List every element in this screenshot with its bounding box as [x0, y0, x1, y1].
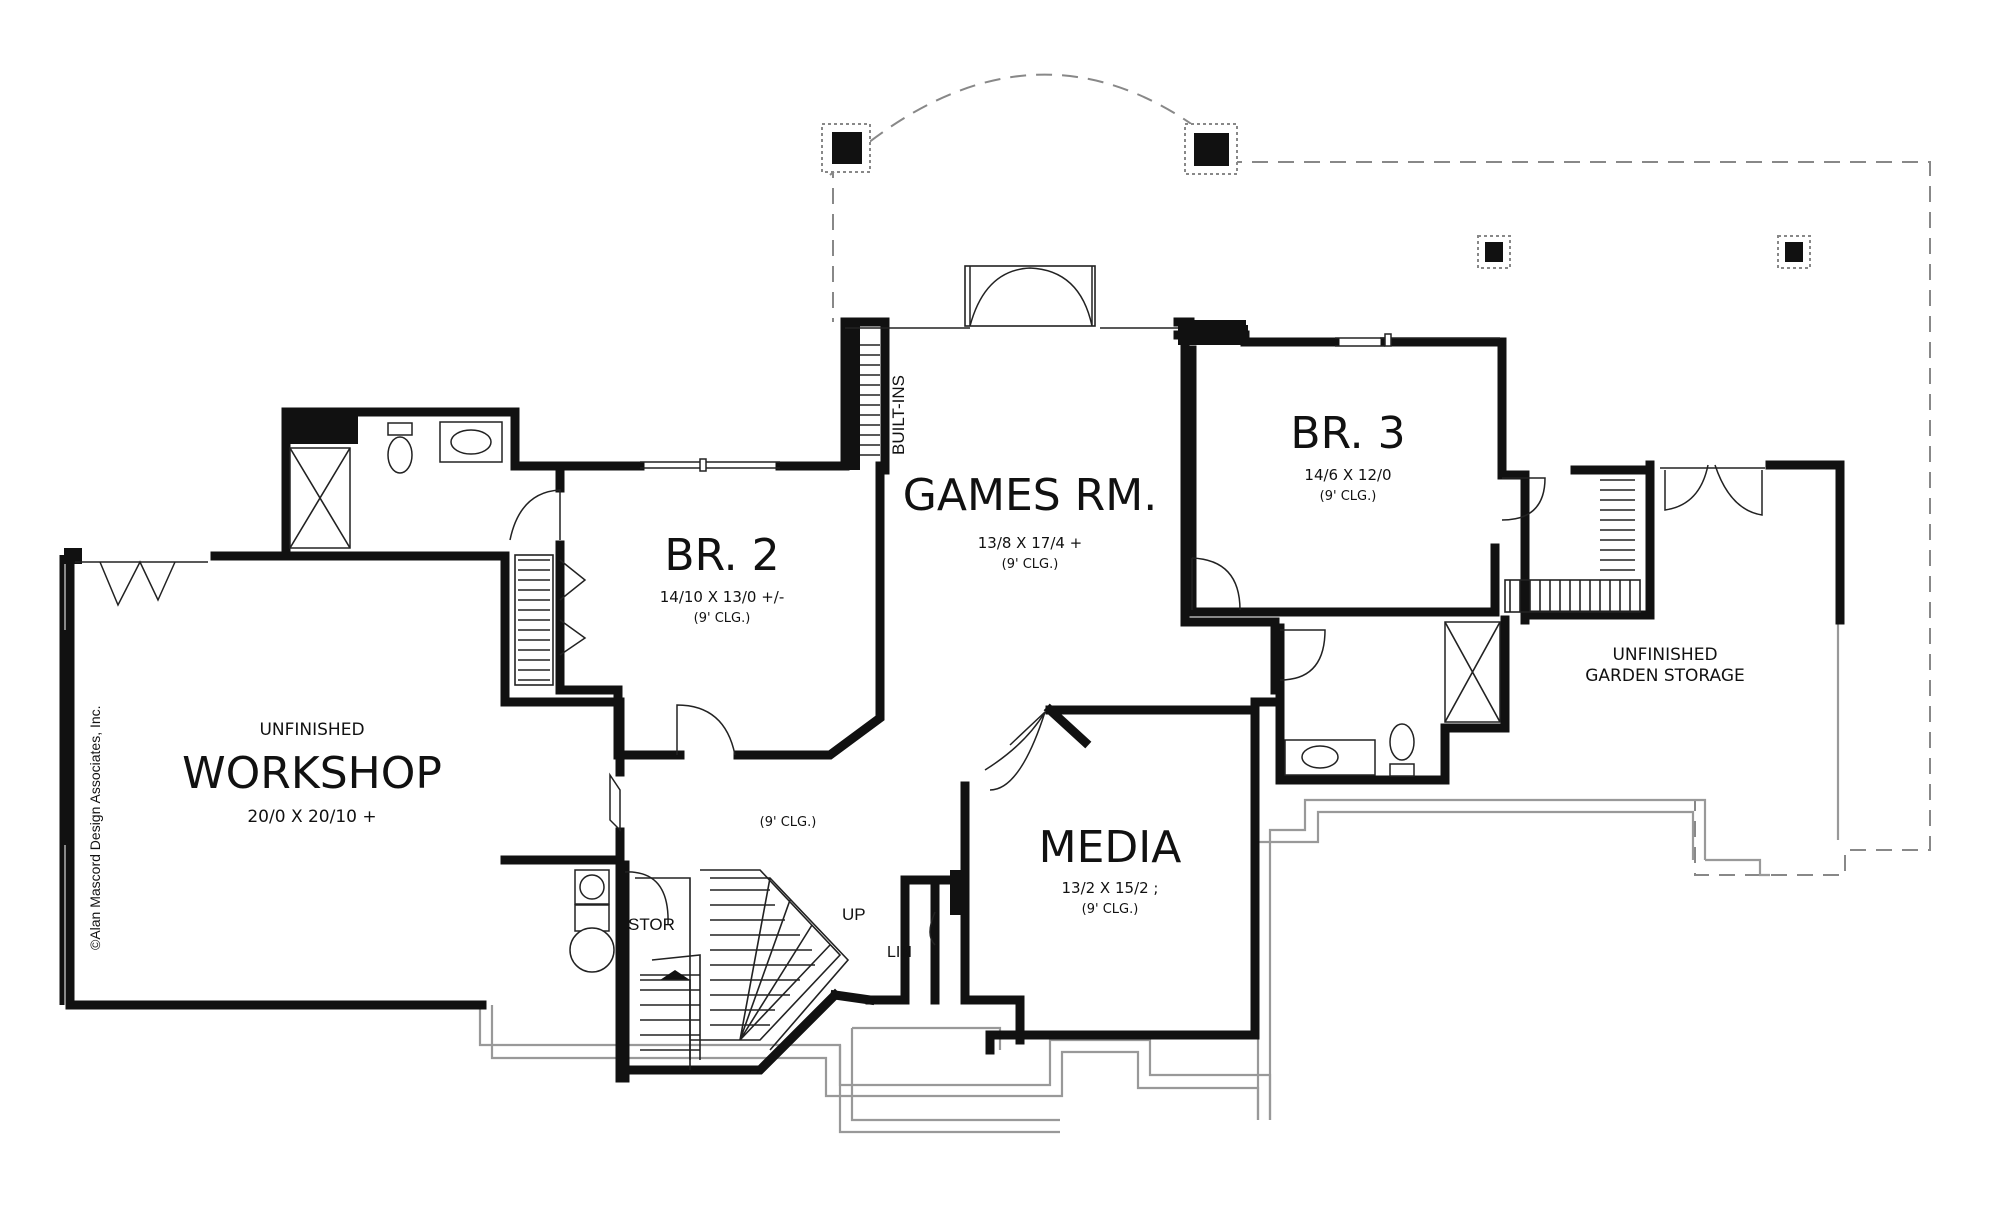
built-ins-label: BUILT-INS: [889, 375, 908, 455]
covered-patio-outline: [829, 73, 1931, 876]
workshop-name: WORKSHOP: [182, 748, 442, 799]
media-clg: (9' CLG.): [1082, 902, 1139, 917]
br2-clg: (9' CLG.): [694, 611, 751, 626]
br3-dims: 14/6 X 12/0: [1304, 466, 1391, 484]
room-labels: UNFINISHED WORKSHOP 20/0 X 20/10 + BR. 2…: [182, 408, 1745, 917]
br2-dims: 14/10 X 13/0 +/-: [660, 588, 785, 606]
copyright-label: ©Alan Mascord Design Associates, Inc.: [87, 705, 103, 950]
lin-label: LIN: [887, 944, 912, 961]
up-label: UP: [842, 905, 866, 924]
garden-line2: GARDEN STORAGE: [1585, 666, 1745, 686]
workshop-prefix: UNFINISHED: [259, 720, 364, 740]
hall-clg: (9' CLG.): [760, 815, 817, 830]
media-name: MEDIA: [1039, 822, 1182, 873]
patio-posts: [821, 123, 1811, 269]
closets: [514, 344, 1641, 686]
small-labels: BUILT-INS STOR UP LIN ©Alan Mascord Desi…: [87, 375, 912, 961]
workshop-dims: 20/0 X 20/10 +: [247, 807, 376, 827]
foundation-lines: [478, 620, 1840, 1134]
games-name: GAMES RM.: [903, 470, 1157, 521]
bath-fixtures: [289, 421, 1501, 973]
doors: [75, 265, 1765, 946]
wall-blocks: [950, 320, 1246, 915]
br3-clg: (9' CLG.): [1320, 489, 1377, 504]
media-dims: 13/2 X 15/2 ;: [1061, 879, 1158, 897]
br3-name: BR. 3: [1290, 408, 1405, 459]
br2-name: BR. 2: [664, 530, 779, 581]
garden-line1: UNFINISHED: [1612, 645, 1717, 665]
stairs: [635, 869, 850, 1070]
windows: [640, 327, 1500, 472]
games-dims: 13/8 X 17/4 +: [978, 534, 1083, 552]
stor-label: STOR: [628, 915, 675, 934]
walls: [59, 317, 1845, 1083]
games-clg: (9' CLG.): [1002, 557, 1059, 572]
